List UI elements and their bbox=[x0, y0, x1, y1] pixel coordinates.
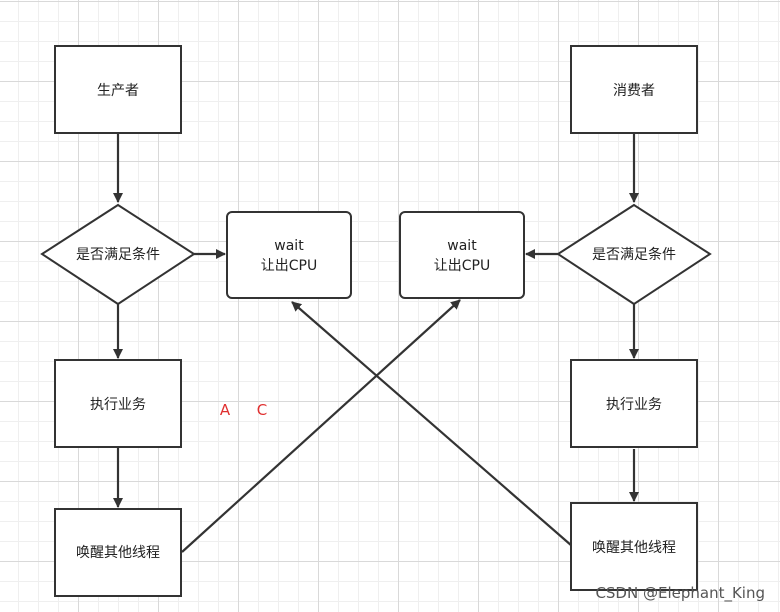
right-wake-label: 唤醒其他线程 bbox=[592, 539, 676, 556]
producer-label: 生产者 bbox=[97, 83, 139, 99]
producer-node[interactable]: 生产者 bbox=[54, 45, 182, 134]
right-wait-label-line1: wait bbox=[447, 238, 477, 254]
left-execute-node[interactable]: 执行业务 bbox=[54, 359, 182, 448]
right-wait-node[interactable]: wait 让出CPU bbox=[399, 211, 525, 299]
right-wait-label-line2: 让出CPU bbox=[434, 258, 490, 274]
consumer-node[interactable]: 消费者 bbox=[570, 45, 698, 134]
right-condition-node[interactable]: 是否满足条件 bbox=[556, 203, 712, 306]
left-wake-node[interactable]: 唤醒其他线程 bbox=[54, 508, 182, 597]
arrow-left-wake-to-right-wait bbox=[181, 299, 461, 553]
left-condition-node[interactable]: 是否满足条件 bbox=[40, 203, 196, 306]
annotation-a: A bbox=[220, 401, 231, 419]
consumer-label: 消费者 bbox=[613, 83, 655, 99]
arrow-right-wake-to-left-wait bbox=[291, 301, 573, 547]
right-wake-node[interactable]: 唤醒其他线程 bbox=[570, 502, 698, 591]
watermark: CSDN @Elephant_King bbox=[595, 584, 765, 603]
annotation-c: C bbox=[257, 401, 267, 419]
right-condition-label: 是否满足条件 bbox=[592, 246, 676, 263]
connectors bbox=[113, 133, 639, 553]
left-wake-label: 唤醒其他线程 bbox=[76, 544, 160, 561]
left-wait-label-line2: 让出CPU bbox=[261, 258, 317, 274]
left-condition-label: 是否满足条件 bbox=[76, 246, 160, 263]
left-wait-node[interactable]: wait 让出CPU bbox=[226, 211, 352, 299]
right-execute-node[interactable]: 执行业务 bbox=[570, 359, 698, 448]
left-execute-label: 执行业务 bbox=[90, 397, 146, 413]
left-wait-label-line1: wait bbox=[274, 238, 304, 254]
right-execute-label: 执行业务 bbox=[606, 397, 662, 413]
